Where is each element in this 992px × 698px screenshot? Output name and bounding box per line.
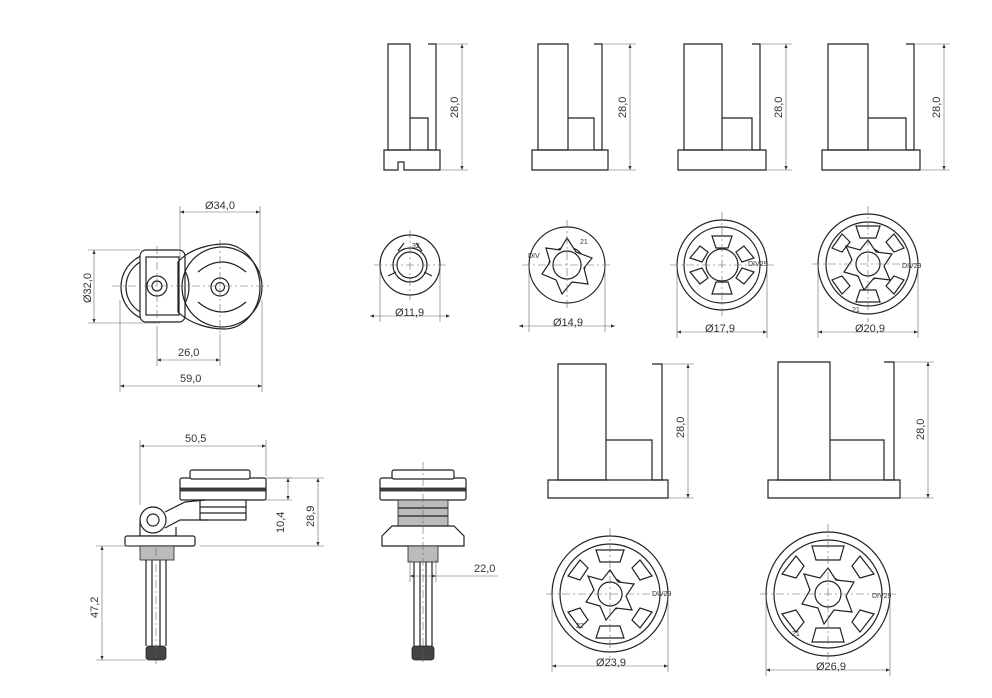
insert-top-view-1: 32 Ø11,9 bbox=[370, 230, 450, 322]
dimension-label: Ø20,9 bbox=[855, 323, 885, 335]
dimension-label: 28,0 bbox=[675, 417, 687, 438]
dimension-label: Ø17,9 bbox=[705, 323, 735, 335]
dimension-label: 28,0 bbox=[773, 97, 785, 118]
insert-marking: 21 bbox=[852, 307, 860, 314]
insert-marking: 21 bbox=[792, 631, 800, 638]
dimension-label: Ø26,9 bbox=[816, 661, 846, 673]
insert-marking: DIV29 bbox=[748, 261, 768, 268]
dimension-label: 28,9 bbox=[305, 506, 317, 527]
dimension-label: 26,0 bbox=[178, 347, 199, 359]
insert-marking: DIV29 bbox=[872, 593, 892, 600]
dimension-label: 28,0 bbox=[931, 97, 943, 118]
dimension-label: Ø23,9 bbox=[596, 657, 626, 669]
insert-top-view-5: DIV29 22 Ø23,9 bbox=[546, 528, 674, 672]
insert-marking: 22 bbox=[576, 623, 584, 630]
insert-side-view-6: 28,0 bbox=[767, 361, 934, 499]
insert-side-view-5: 28,0 bbox=[547, 363, 694, 499]
insert-marking: DIV bbox=[528, 253, 540, 260]
insert-side-view-2: 28,0 bbox=[531, 43, 636, 171]
dimension-label: 10,4 bbox=[275, 512, 287, 533]
mount-front-view: Ø34,0 Ø32,0 26,0 59,0 bbox=[82, 200, 272, 392]
dimension-label: 28,0 bbox=[617, 97, 629, 118]
dimension-label: Ø14,9 bbox=[553, 317, 583, 329]
insert-marking: 32 bbox=[412, 243, 420, 250]
dimension-label: 50,5 bbox=[185, 433, 206, 445]
dimension-label: 22,0 bbox=[474, 563, 495, 575]
insert-marking: DIV29 bbox=[902, 263, 922, 270]
insert-marking: 21 bbox=[580, 239, 588, 246]
insert-top-view-2: DIV 21 Ø14,9 bbox=[519, 220, 615, 332]
insert-top-view-6: DIV29 21 Ø26,9 bbox=[760, 524, 896, 676]
dimension-label: 47,2 bbox=[89, 597, 101, 618]
mount-side-view: 50,5 28,9 10,4 47,2 bbox=[89, 433, 324, 664]
insert-side-view-4: 28,0 bbox=[821, 43, 950, 171]
dimension-label: Ø11,9 bbox=[395, 307, 424, 319]
dimension-label: Ø34,0 bbox=[205, 200, 235, 212]
dimension-label: 59,0 bbox=[180, 373, 201, 385]
insert-marking: DIV29 bbox=[652, 591, 672, 598]
dimension-label: Ø32,0 bbox=[82, 273, 94, 303]
mount-rear-view: 22,0 bbox=[379, 462, 498, 664]
insert-side-view-1: 28,0 bbox=[383, 43, 468, 171]
dimension-label: 28,0 bbox=[915, 419, 927, 440]
dimension-label: 28,0 bbox=[449, 97, 461, 118]
insert-side-view-3: 28,0 bbox=[677, 43, 792, 171]
insert-top-view-4: DIV29 21 Ø20,9 bbox=[812, 206, 924, 338]
insert-top-view-3: DIV29 Ø17,9 bbox=[670, 212, 774, 338]
